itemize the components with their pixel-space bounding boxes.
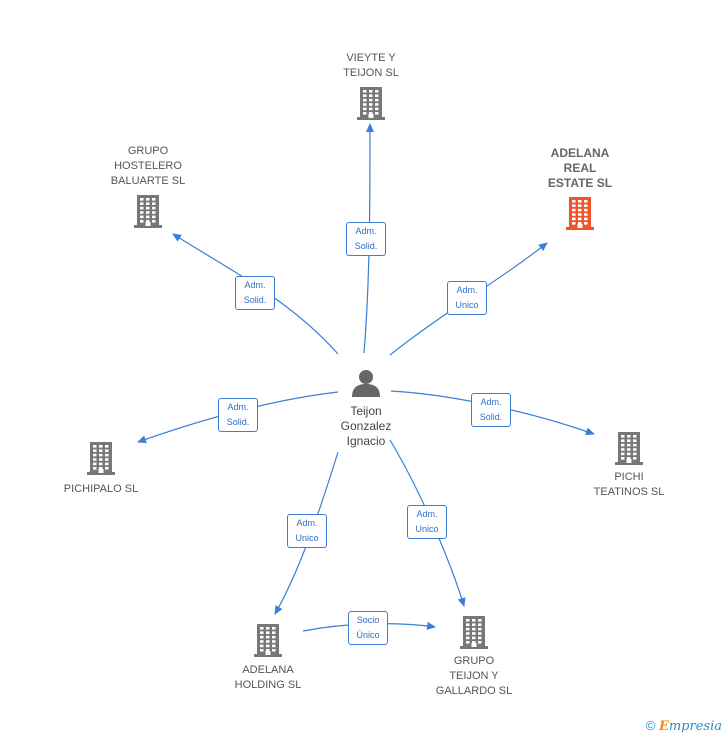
company-label-pichipalo[interactable]: PICHIPALO SL: [64, 482, 138, 497]
building-icon: [134, 195, 162, 228]
edge-label-pichi-teatinos[interactable]: Adm. Solid.: [471, 393, 511, 427]
company-node-pichi-teatinos[interactable]: [614, 431, 644, 470]
center-person[interactable]: [351, 368, 381, 403]
edge-label-line: Unico: [295, 533, 319, 543]
company-label-adelana-holding[interactable]: ADELANA HOLDING SL: [235, 663, 302, 693]
company-label-vieyte[interactable]: VIEYTE Y TEIJON SL: [343, 51, 399, 81]
company-node-grupo-hostelero[interactable]: [133, 194, 163, 233]
company-label-line: ADELANA: [550, 146, 610, 160]
company-node-adelana-holding[interactable]: [253, 623, 283, 662]
company-node-grupo-teijon[interactable]: [459, 615, 489, 654]
edge-label-grupo-hostelero[interactable]: Adm. Solid.: [235, 276, 275, 310]
edge-label-line: Solid.: [479, 412, 503, 422]
company-label-line: HOLDING SL: [234, 679, 302, 691]
company-label-line: REAL: [563, 161, 597, 175]
edge-label-line: Unico: [415, 524, 439, 534]
empresia-brand: © Empresia: [646, 718, 722, 734]
building-icon: [87, 442, 115, 475]
edge-label-line: Adm.: [227, 402, 249, 412]
edge-label-line: Solid.: [243, 295, 267, 305]
edge-label-line: Único: [356, 630, 380, 640]
person-name-line: Teijon: [350, 404, 382, 418]
company-label-line: TEIJON SL: [343, 67, 399, 79]
company-label-line: GALLARDO SL: [435, 685, 513, 697]
company-label-line: HOSTELERO: [114, 160, 182, 172]
building-icon: [254, 624, 282, 657]
edge-label-line: Solid.: [226, 417, 250, 427]
company-label-line: ESTATE SL: [547, 176, 613, 190]
building-icon: [460, 616, 488, 649]
edge-label-line: Solid.: [354, 241, 378, 251]
company-label-line: PICHIPALO SL: [63, 483, 139, 495]
brand-initial: E: [658, 719, 669, 734]
person-icon: [352, 370, 380, 397]
edge-label-line: Unico: [455, 300, 479, 310]
company-label-pichi-teatinos[interactable]: PICHI TEATINOS SL: [594, 470, 665, 500]
edge-label-line: Adm.: [456, 285, 478, 295]
edge-label-line: Socio: [356, 615, 380, 625]
company-label-line: PICHI: [614, 471, 644, 483]
edge-label-vieyte[interactable]: Adm. Solid.: [346, 222, 386, 256]
copyright-symbol: ©: [645, 718, 656, 733]
company-label-grupo-hostelero[interactable]: GRUPO HOSTELERO BALUARTE SL: [111, 144, 185, 189]
company-label-line: BALUARTE SL: [110, 175, 186, 187]
company-label-line: GRUPO: [127, 145, 169, 157]
company-node-adelana-real[interactable]: [565, 196, 595, 235]
person-name-line: Ignacio: [346, 434, 386, 448]
company-label-line: ADELANA: [242, 664, 294, 676]
company-node-vieyte[interactable]: [356, 86, 386, 125]
edge-label-pichipalo[interactable]: Adm. Solid.: [218, 398, 258, 432]
edge-label-adelana-real[interactable]: Adm. Unico: [447, 281, 487, 315]
company-label-line: TEATINOS SL: [593, 486, 665, 498]
edge-label-line: Adm.: [244, 280, 266, 290]
company-label-line: VIEYTE Y: [346, 52, 396, 64]
edge-label-adelana-holding[interactable]: Adm. Unico: [287, 514, 327, 548]
edge-label-line: Adm.: [355, 226, 377, 236]
company-label-grupo-teijon[interactable]: GRUPO TEIJON Y GALLARDO SL: [436, 654, 512, 699]
company-label-line: GRUPO: [453, 655, 495, 667]
company-node-pichipalo[interactable]: [86, 441, 116, 480]
brand-name: mpresia: [668, 719, 722, 734]
edge-label-grupo-teijon[interactable]: Adm. Unico: [407, 505, 447, 539]
building-icon: [615, 432, 643, 465]
person-name-line: Gonzalez: [340, 419, 392, 433]
building-icon: [566, 197, 594, 230]
edge-label-line: Adm.: [296, 518, 318, 528]
edge-label-line: Adm.: [480, 397, 502, 407]
edge-label-line: Adm.: [416, 509, 438, 519]
building-icon: [357, 87, 385, 120]
company-label-line: TEIJON Y: [449, 670, 499, 682]
